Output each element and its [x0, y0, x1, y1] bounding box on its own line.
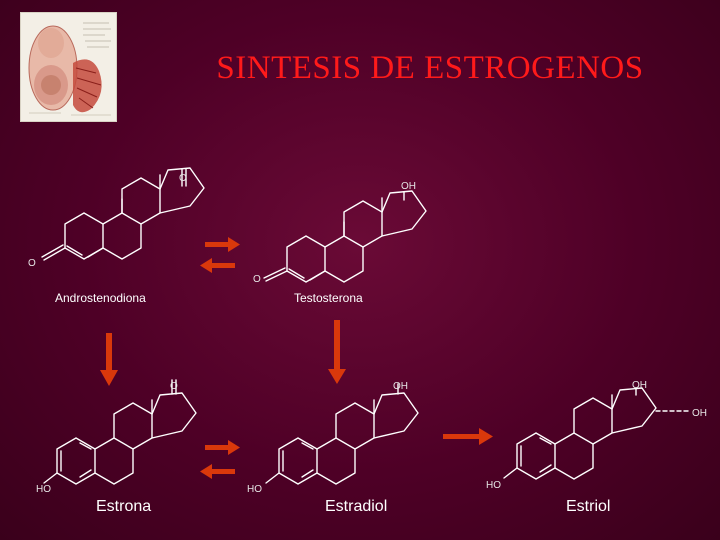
- estrona-top-group: O: [170, 381, 178, 392]
- testosterona-bottom-group: O: [253, 274, 261, 285]
- estradiol-label: Estradiol: [325, 498, 388, 515]
- testosterona-structure: [263, 190, 427, 283]
- estradiol-top-group: OH: [393, 381, 408, 392]
- arrow-right-bottom: [205, 440, 240, 455]
- estriol-bottom-group: HO: [486, 480, 501, 491]
- testosterona-label: Testosterona: [294, 291, 363, 305]
- estriol-label: Estriol: [566, 498, 611, 515]
- estrona-label: Estrona: [96, 498, 152, 515]
- androstenodiona-label: Androstenodiona: [55, 291, 146, 305]
- androstenodiona-structure: [41, 167, 205, 261]
- anatomy-illustration-icon: [21, 13, 116, 121]
- slide-title: SINTESIS DE ESTROGENOS: [216, 50, 644, 86]
- estrona-bottom-group: HO: [36, 484, 51, 495]
- testosterona-top-group: OH: [401, 181, 416, 192]
- estriol-top-group: OH: [632, 380, 647, 391]
- arrow-right-top: [205, 237, 240, 252]
- arrow-left-bottom: [200, 464, 235, 479]
- arrow-down-right: [328, 320, 346, 384]
- estriol-structure: [503, 387, 691, 480]
- androstenodiona-bottom-group: O: [28, 258, 36, 269]
- arrow-down-left: [100, 333, 118, 386]
- estradiol-bottom-group: HO: [247, 484, 262, 495]
- androstenodiona-top-group: O: [179, 173, 187, 184]
- estriol-side-group: OH: [692, 408, 707, 419]
- estradiol-structure: [265, 383, 419, 485]
- arrow-right-estriol: [443, 428, 493, 445]
- estrona-structure: [43, 379, 197, 485]
- anatomy-thumbnail: [20, 12, 117, 122]
- arrow-left-top: [200, 258, 235, 273]
